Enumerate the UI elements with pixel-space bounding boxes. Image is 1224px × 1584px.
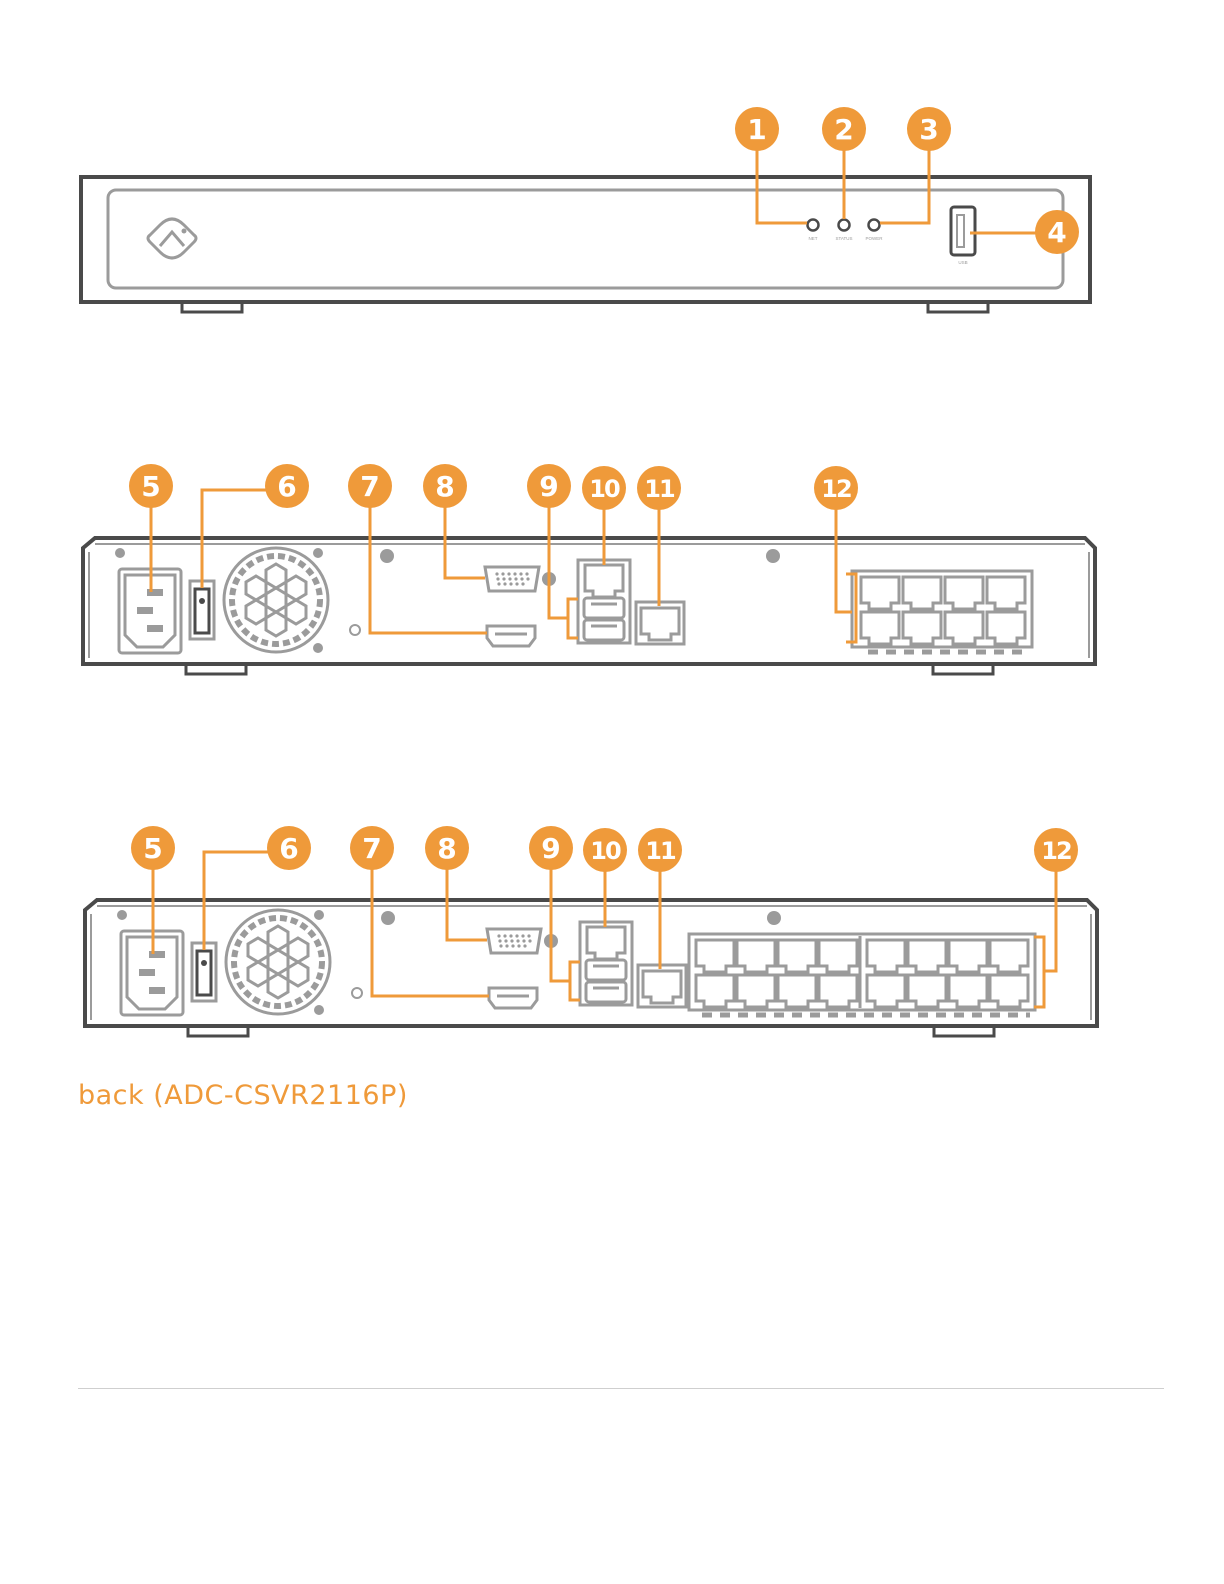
hdmi-port <box>489 988 537 1008</box>
callout-9: 9 <box>529 826 573 870</box>
svg-text:10: 10 <box>589 475 620 503</box>
svg-text:11: 11 <box>645 837 676 865</box>
svg-text:6: 6 <box>279 832 298 865</box>
back-panel-16-port: 5 6 7 8 9 10 11 12 <box>85 826 1097 1036</box>
svg-text:8: 8 <box>437 832 456 865</box>
svg-text:8: 8 <box>435 470 454 503</box>
callout-4: 4 <box>1035 210 1079 254</box>
callout-11: 11 <box>638 828 682 872</box>
svg-text:7: 7 <box>360 470 379 503</box>
svg-text:2: 2 <box>834 113 853 146</box>
callout-10: 10 <box>582 466 626 510</box>
svg-text:5: 5 <box>143 832 162 865</box>
hdmi-port <box>487 626 535 646</box>
front-usb-port <box>951 207 975 255</box>
lan-port <box>636 602 684 644</box>
callout-7: 7 <box>348 464 392 508</box>
fan-icon <box>224 548 328 652</box>
callout-8: 8 <box>423 464 467 508</box>
callout-7: 7 <box>350 826 394 870</box>
front-panel: NET STATUS POWER USB 1 2 3 4 <box>81 107 1090 312</box>
usb-stack <box>580 922 632 1005</box>
callout-10: 10 <box>583 828 627 872</box>
power-led-icon <box>869 220 880 231</box>
callout-8: 8 <box>425 826 469 870</box>
callout-12: 12 <box>814 466 858 510</box>
power-switch <box>190 581 214 639</box>
callout-5: 5 <box>131 826 175 870</box>
divider <box>78 1388 1164 1389</box>
callout-3: 3 <box>907 107 951 151</box>
diagram-caption: back (ADC-CSVR2116P) <box>78 1080 408 1111</box>
svg-text:9: 9 <box>539 470 558 503</box>
power-switch <box>192 943 216 1001</box>
power-led-label: POWER <box>865 236 883 241</box>
net-led-label: NET <box>809 236 818 241</box>
svg-text:9: 9 <box>541 832 560 865</box>
callout-2: 2 <box>822 107 866 151</box>
poe-ports-16 <box>689 934 1035 1015</box>
svg-text:6: 6 <box>277 470 296 503</box>
callout-1: 1 <box>735 107 779 151</box>
svg-text:10: 10 <box>590 837 621 865</box>
svg-text:5: 5 <box>141 470 160 503</box>
status-led-icon <box>839 220 850 231</box>
poe-ports-8 <box>852 571 1032 652</box>
logo-icon <box>148 219 196 258</box>
callout-11: 11 <box>637 466 681 510</box>
svg-text:11: 11 <box>644 475 675 503</box>
vga-port <box>487 929 541 953</box>
lan-port <box>638 965 686 1007</box>
callout-6: 6 <box>267 826 311 870</box>
callout-12: 12 <box>1034 828 1078 872</box>
svg-text:1: 1 <box>747 113 766 146</box>
svg-text:12: 12 <box>821 475 851 503</box>
net-led-icon <box>808 220 819 231</box>
usb-label: USB <box>958 260 967 265</box>
callout-6: 6 <box>265 464 309 508</box>
vga-port <box>485 567 539 591</box>
svg-text:12: 12 <box>1041 837 1071 865</box>
svg-text:4: 4 <box>1047 216 1066 249</box>
callout-9: 9 <box>527 464 571 508</box>
status-led-label: STATUS <box>835 236 852 241</box>
callout-5: 5 <box>129 464 173 508</box>
back-panel-8-port: 5 6 7 8 9 10 11 12 <box>83 464 1095 674</box>
svg-text:7: 7 <box>362 832 381 865</box>
usb-stack <box>578 560 630 643</box>
fan-icon <box>226 910 330 1014</box>
svg-text:3: 3 <box>919 113 938 146</box>
